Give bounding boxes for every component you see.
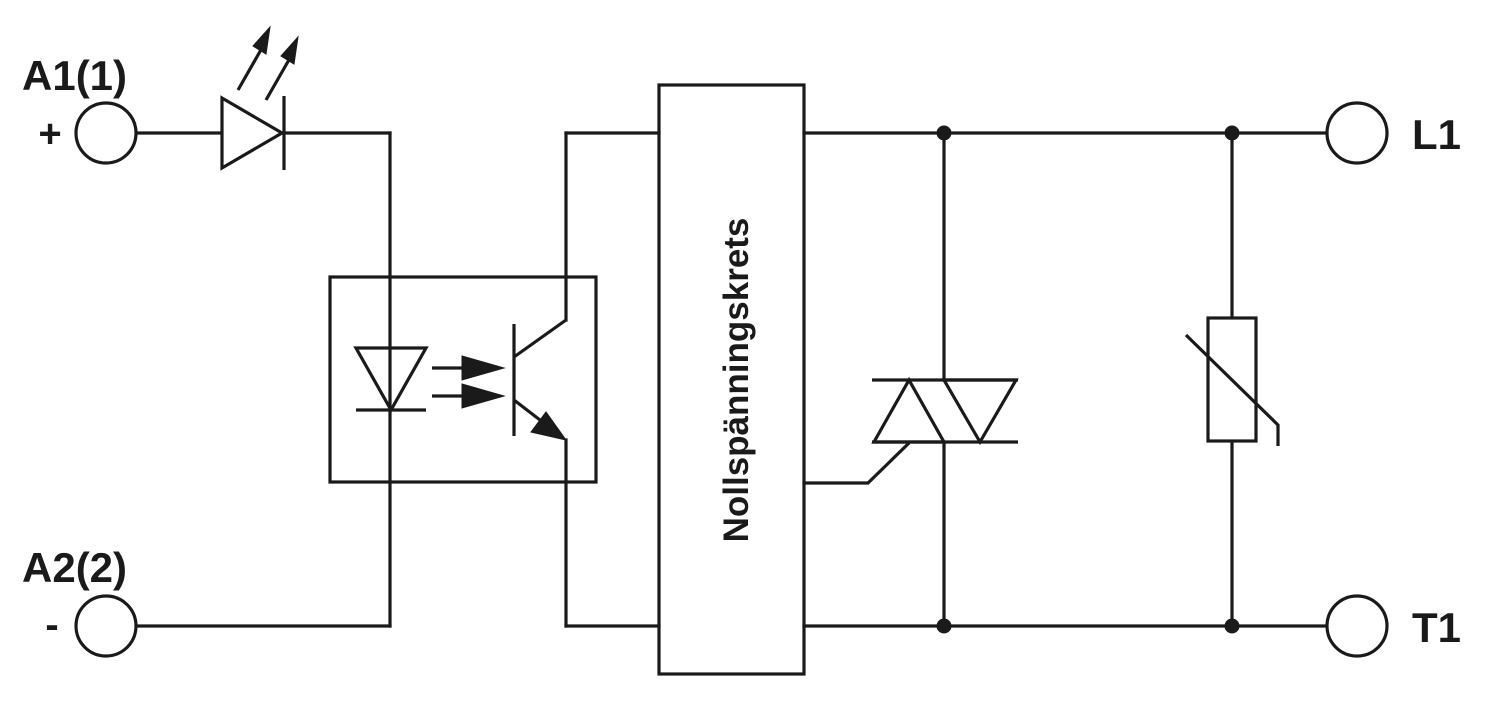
input-wiring (134, 131, 392, 628)
terminal-t1-label: T1 (1412, 604, 1461, 651)
coupler-diode-icon (353, 346, 429, 414)
junction-dot (1224, 125, 1240, 141)
block-label: Nollspänningskrets (717, 218, 756, 543)
terminal-a2-label: A2(2) (22, 544, 127, 591)
terminal-a2: A2(2) - (22, 544, 138, 658)
terminal-a2-polarity: - (45, 603, 58, 647)
junction-dot (936, 618, 952, 634)
terminal-a1-polarity: + (38, 112, 61, 156)
junction-dot (1224, 618, 1240, 634)
terminal-a1-label: A1(1) (22, 52, 127, 99)
junction-dots (936, 125, 1240, 634)
terminal-l1-label: L1 (1412, 111, 1461, 158)
optocoupler (328, 275, 598, 484)
zero-voltage-circuit-block: Nollspänningskrets (657, 83, 806, 676)
transistor-wiring (564, 131, 661, 628)
junction-dot (936, 125, 952, 141)
terminal-l1: L1 (1325, 101, 1461, 165)
terminal-t1: T1 (1325, 594, 1461, 658)
varistor-icon (1184, 316, 1280, 446)
phototransistor-icon (512, 318, 568, 441)
terminal-a1: A1(1) + (22, 52, 138, 165)
light-arrows-icon (432, 355, 506, 409)
indicator-led-icon (220, 25, 299, 171)
triac-icon (871, 376, 1019, 446)
